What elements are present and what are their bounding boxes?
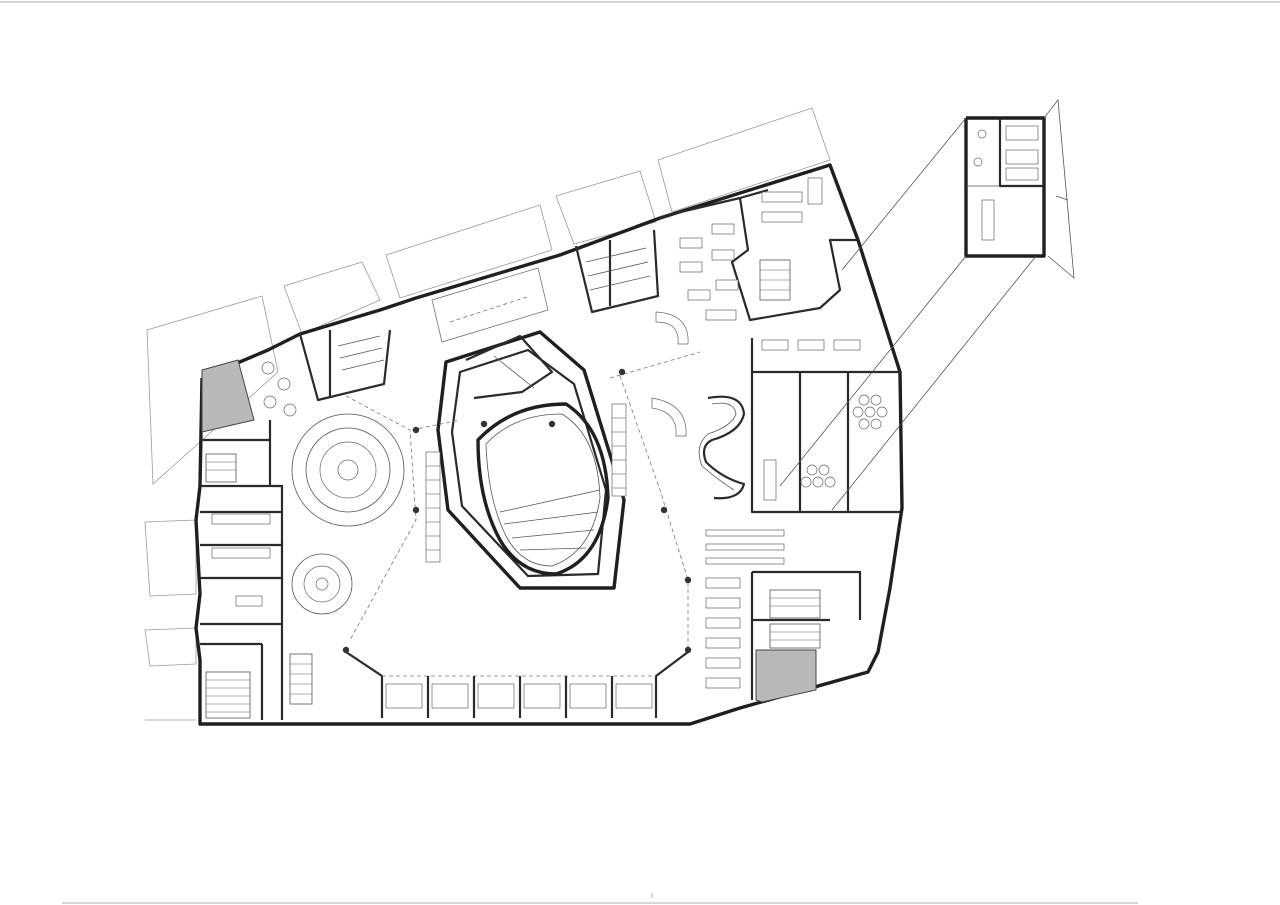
round-tables-east [261, 361, 888, 488]
shaded-cores [201, 359, 817, 703]
curved-benches [651, 311, 746, 500]
study-tables [211, 177, 861, 689]
callout-leaders [779, 117, 1037, 511]
interior-walls [200, 188, 900, 720]
inset-upper-floor-plan [964, 98, 1075, 279]
exterior-walls [194, 163, 904, 726]
escalators [425, 267, 627, 563]
circular-lounge-north [291, 413, 405, 527]
structural-columns [342, 368, 692, 654]
toilet-cubicles [337, 247, 651, 371]
gallery-edges [345, 351, 701, 677]
circular-lounge-south [291, 553, 353, 615]
roof-canopy-outlines [144, 107, 831, 721]
stairs [205, 259, 821, 719]
central-auditorium [436, 330, 626, 590]
south-facade-pods [385, 676, 653, 718]
